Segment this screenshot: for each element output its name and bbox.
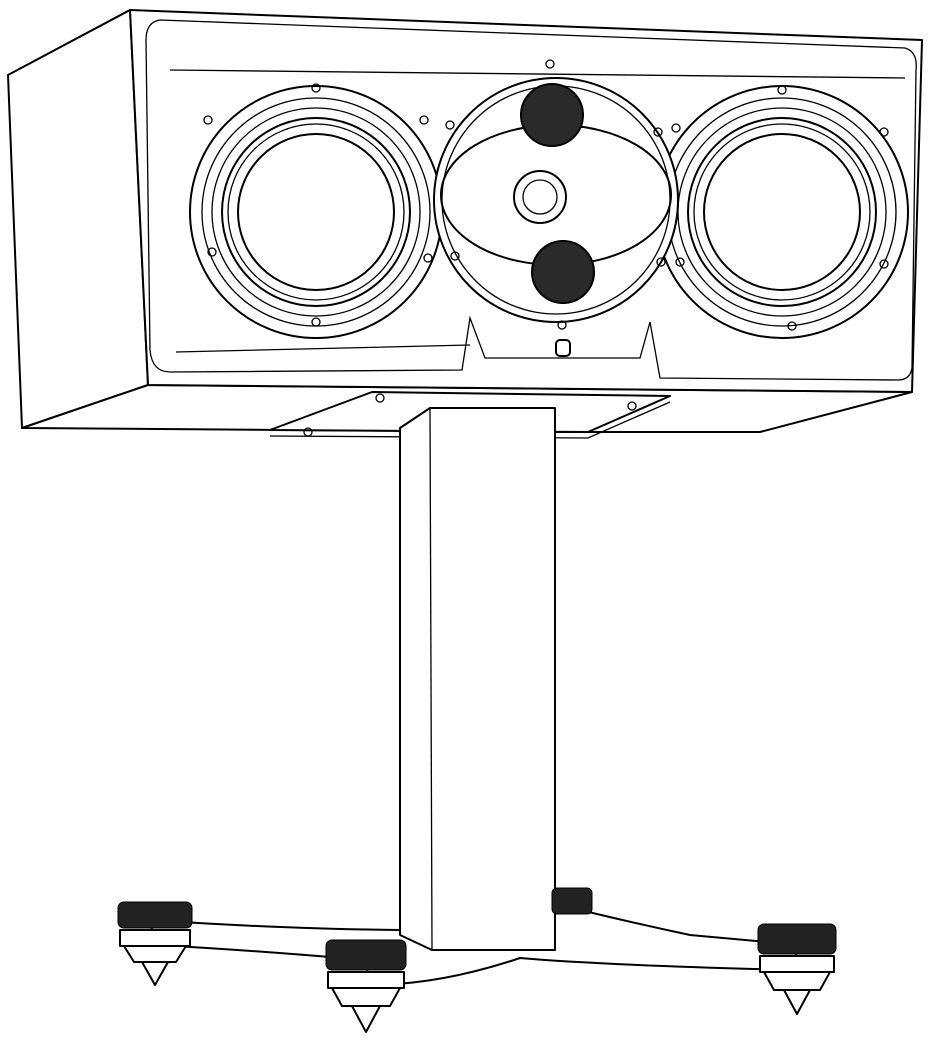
right-woofer bbox=[655, 85, 909, 339]
woofer-screws bbox=[671, 85, 889, 331]
baffle-recess bbox=[169, 69, 906, 353]
woofer-screws bbox=[203, 83, 433, 327]
baffle-outline bbox=[145, 19, 917, 381]
lower-dome bbox=[531, 240, 595, 304]
upper-dome bbox=[520, 83, 584, 147]
stand-column bbox=[399, 407, 556, 951]
cabinet-side-panel bbox=[7, 9, 149, 429]
spike-feet bbox=[117, 887, 837, 1033]
tweeter-module bbox=[433, 59, 679, 357]
foot-front-left bbox=[325, 939, 407, 1033]
foot-back-right bbox=[551, 887, 593, 915]
left-woofer bbox=[189, 83, 443, 339]
module-screws bbox=[445, 59, 666, 330]
foot-back-left bbox=[117, 901, 193, 986]
foot-front-right bbox=[757, 923, 837, 1015]
speaker-brand-logo bbox=[555, 339, 571, 357]
